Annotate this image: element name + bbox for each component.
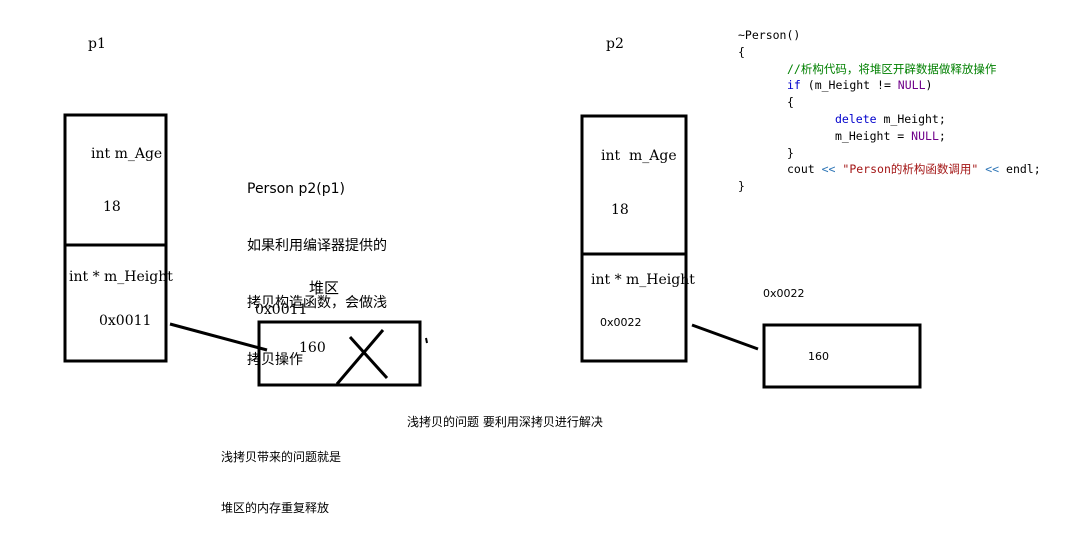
diagram-shapes [63, 113, 922, 389]
code-line-10: } [738, 179, 745, 194]
p2-field-height: int * m_Height [591, 272, 695, 288]
heap-label: 堆区 [309, 279, 340, 297]
p2-ptr-value: 0x0022 [600, 316, 642, 329]
code-line-3: //析构代码，将堆区开辟数据做释放操作 [738, 61, 1041, 78]
x-mark-stroke-2 [335, 329, 385, 385]
copy-note: Person p2(p1) 如果利用编译器提供的 拷贝构造函数，会做浅 拷贝操作 [247, 142, 387, 408]
code-if-close: ) [925, 78, 933, 93]
p2-object-box [580, 114, 688, 363]
code-stream-op-1: << [821, 162, 836, 177]
memory-diagram: p1 p2 int m_Age 18 int * m_Height 0x0011… [63, 27, 1041, 515]
heap1-tick [425, 337, 428, 344]
destructor-code: ~Person() { //析构代码，将堆区开辟数据做释放操作 if (m_He… [738, 27, 1041, 195]
x-mark-stroke-1 [348, 335, 389, 380]
code-comment: //析构代码，将堆区开辟数据做释放操作 [787, 61, 997, 76]
code-line-1: ~Person() [738, 28, 801, 42]
shallow-problem-line-2: 堆区的内存重复释放 [221, 501, 330, 515]
heap1-value: 160 [299, 340, 326, 356]
code-assign: m_Height = [835, 128, 912, 143]
code-delete-keyword: delete [835, 111, 877, 126]
code-semicolon: ; [938, 128, 946, 143]
code-cout: cout [787, 162, 822, 177]
solution-note: 浅拷贝的问题 要利用深拷贝进行解决 [407, 415, 603, 429]
copy-note-line-3: 拷贝构造函数，会做浅 [247, 295, 387, 311]
p1-pointer-line [169, 322, 268, 352]
code-string-literal: "Person的析构函数调用" [835, 162, 986, 177]
code-null-assign: NULL [911, 128, 939, 143]
copy-note-line-1: Person p2(p1) [247, 181, 346, 197]
shallow-problem-note: 浅拷贝带来的问题就是 堆区的内存重复释放 [221, 415, 341, 551]
p2-age-value: 18 [611, 202, 629, 218]
p2-pointer-line [691, 323, 759, 351]
p2-field-age: int m_Age [601, 148, 677, 164]
p1-object-box [63, 113, 168, 363]
p1-age-value: 18 [103, 199, 121, 215]
p1-field-height: int * m_Height [69, 269, 173, 285]
code-line-5: { [787, 95, 794, 110]
code-if-condition: (m_Height != [800, 78, 898, 93]
shallow-problem-line-1: 浅拷贝带来的问题就是 [221, 450, 342, 464]
p2-label: p2 [606, 36, 624, 52]
code-null-keyword: NULL [897, 78, 926, 93]
p1-label: p1 [88, 36, 106, 52]
code-line-4: if (m_Height != NULL) [738, 77, 1041, 94]
code-line-9: cout << "Person的析构函数调用" << endl; [738, 161, 1041, 178]
heap1-address: 0x0011 [255, 302, 308, 318]
p1-field-age: int m_Age [91, 146, 163, 162]
code-if-keyword: if [787, 78, 801, 93]
code-line-6: delete m_Height; [738, 111, 1041, 128]
code-stream-op-2: << [985, 162, 1000, 177]
code-line-2: { [738, 44, 745, 59]
p1-ptr-value: 0x0011 [99, 313, 152, 329]
heap2-value: 160 [808, 350, 829, 363]
code-delete-target: m_Height; [876, 111, 946, 126]
heap2-address: 0x0022 [763, 287, 805, 300]
copy-note-line-4: 拷贝操作 [247, 352, 303, 368]
code-line-8: } [787, 145, 794, 160]
code-line-7: m_Height = NULL; [738, 128, 1041, 145]
heap1-box [257, 320, 422, 387]
copy-note-line-2: 如果利用编译器提供的 [247, 238, 387, 254]
heap2-box [762, 323, 922, 389]
code-endl: endl; [999, 162, 1041, 177]
